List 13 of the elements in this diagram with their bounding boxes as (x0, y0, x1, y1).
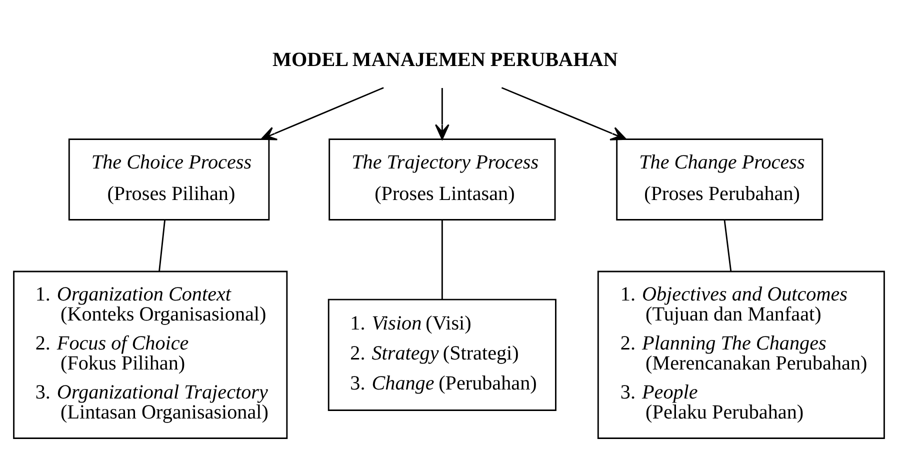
node-box: The Choice Process (Proses Pilihan) (68, 138, 270, 220)
connector (724, 220, 732, 272)
connector (158, 220, 166, 272)
node-box: 1. Objectives and Outcomes (Tujuan dan Manfaat) 2. Planning The Changes (Merencanakan Perubahan) 3. People (Pelaku Perubahan) (597, 270, 885, 438)
arrow (260, 86, 384, 140)
arrow (501, 86, 627, 140)
node-box: The Change Process (Proses Perubahan) (616, 138, 824, 220)
node-text: MODEL MANAJEMEN PERUBAHAN (272, 48, 618, 71)
arrow (434, 88, 450, 140)
node-box: 1. Organization Context (Konteks Organisasional) 2. Focus of Choice (Fokus Pilihan) 3. Organizational Trajectory (Lintasan Organisasional) (13, 270, 288, 438)
node-box: 1. Vision (Visi) 2. Strategy (Strategi) 3. Change (Perubahan) (328, 298, 556, 410)
connector (441, 220, 443, 299)
node-box: The Trajectory Process (Proses Lintasan) (328, 138, 556, 220)
